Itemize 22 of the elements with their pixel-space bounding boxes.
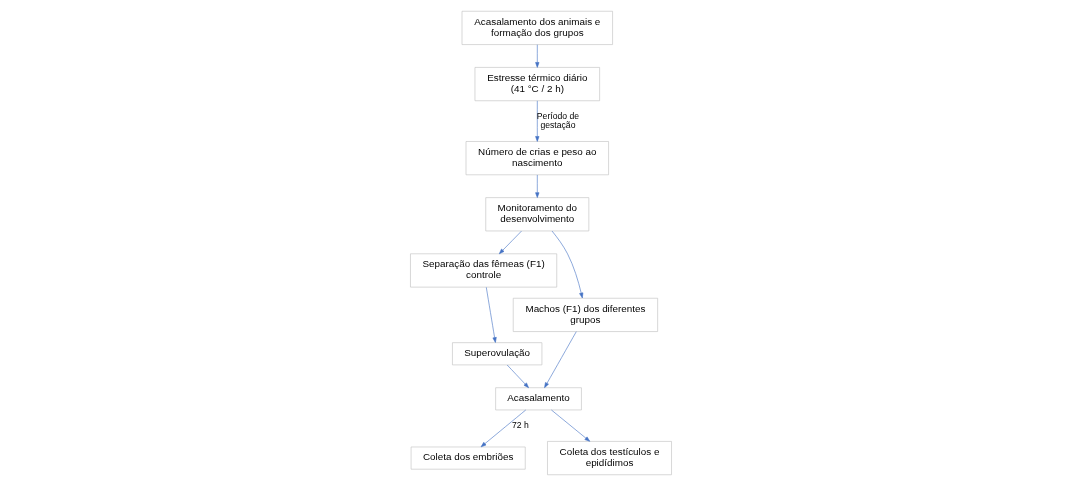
arrow <box>551 230 583 299</box>
arrow <box>534 100 539 142</box>
arrow <box>534 174 539 198</box>
arrow <box>534 44 539 68</box>
node-box: Estresse térmico diário (41 °C / 2 h) <box>474 67 600 102</box>
node-box: Superovulação <box>451 342 542 366</box>
arrow <box>550 409 590 442</box>
edge-label: 72 h <box>511 419 529 430</box>
node-box: Monitoramento do desenvolvimento <box>484 197 589 232</box>
arrow <box>498 230 522 255</box>
edge-label: Período de gestação <box>536 110 579 131</box>
node-box: Número de crias e peso ao nascimento <box>465 141 609 176</box>
node-box: Separação das fêmeas (F1) controle <box>409 253 557 288</box>
node-box: Coleta dos embriões <box>410 446 526 470</box>
arrow <box>506 364 529 388</box>
arrow <box>485 287 497 343</box>
arrow <box>480 409 526 448</box>
node-box: Acasalamento dos animais e formação dos grupos <box>461 10 613 45</box>
node-box: Acasalamento <box>494 387 582 411</box>
node-box: Machos (F1) dos diferentes grupos <box>512 297 658 332</box>
arrow <box>543 331 577 388</box>
node-box: Coleta dos testículos e epidídimos <box>546 441 672 476</box>
